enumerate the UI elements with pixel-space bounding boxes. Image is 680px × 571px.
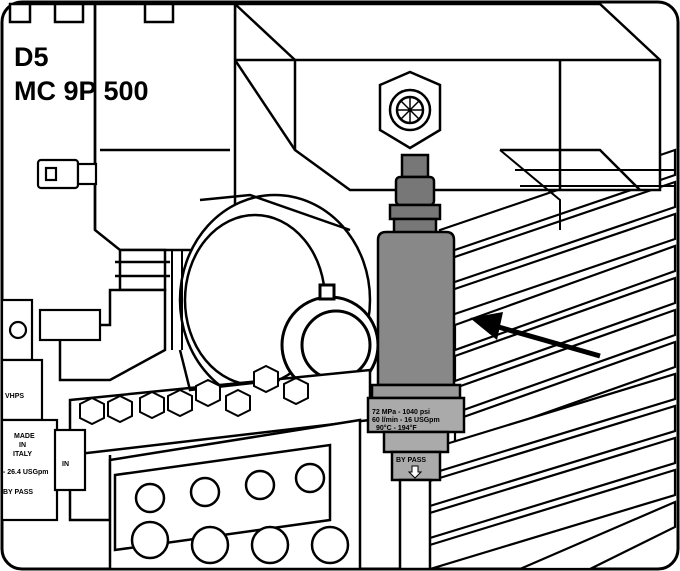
valve-flow-rating: 60 l/min - 16 USGpm [372,417,440,424]
arrow-left-icon [470,312,601,359]
drive-rod [171,250,183,350]
manifold-bolts [79,364,309,426]
oil-dipstick [36,158,98,190]
in-label: IN [19,442,26,449]
valve-bypass-label: BY PASS [396,457,426,464]
made-label: MADE [14,433,35,440]
arrow-down-icon [407,465,423,479]
valve-markings: 72 MPa - 1040 psi 60 l/min - 16 USGpm 90… [372,409,440,464]
cable-gland [378,70,442,150]
model-code: D5 [14,42,49,72]
motor-body [499,149,675,230]
manifold-ports [113,443,350,565]
brand-label: VHPS [5,393,24,400]
elbow-fitting [58,248,170,382]
model-label: D5 MC 9P 500 [14,40,149,108]
italy-label: ITALY [13,451,32,458]
flow-label: - 26.4 USGpm [3,469,49,476]
left-block-labels: VHPS MADE IN ITALY - 26.4 USGpm IN BY PA… [3,393,69,496]
left-valve-block [0,298,102,522]
oil-reservoir [8,2,237,252]
valve-pressure-rating: 72 MPa - 1040 psi [372,409,430,416]
valve-temp-rating: 90°C - 194°F [376,424,417,432]
left-bypass-label: BY PASS [3,489,33,496]
terminal-box [233,2,662,192]
in-port-label: IN [62,461,69,468]
model-name: MC 9P 500 [14,76,149,106]
